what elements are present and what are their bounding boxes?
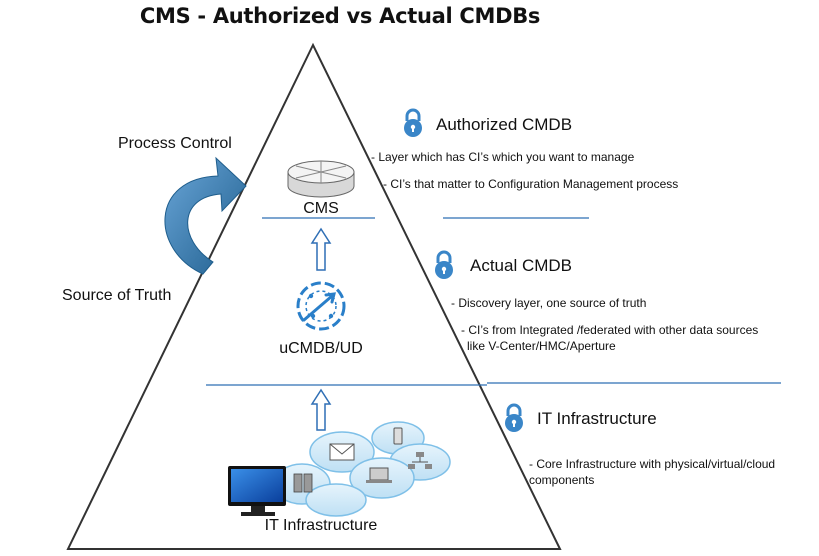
- actual-line-3: like V-Center/HMC/Aperture: [467, 339, 616, 353]
- padlock-icon: [505, 403, 523, 432]
- authorized-cmdb-title: Authorized CMDB: [436, 115, 573, 134]
- it-infrastructure-label: IT Infrastructure: [264, 517, 378, 534]
- infrastructure-line-1: - Core Infrastructure with physical/virt…: [529, 457, 776, 471]
- actual-line-1: - Discovery layer, one source of truth: [451, 296, 647, 310]
- process-control-arrow: [164, 156, 247, 275]
- padlock-icon: [435, 250, 453, 279]
- pyramid-outline: [66, 42, 562, 550]
- process-control-label: Process Control: [118, 135, 232, 152]
- source-of-truth-label: Source of Truth: [62, 287, 172, 304]
- authorized-line-1: - Layer which has CI’s which you want to…: [371, 150, 635, 164]
- padlock-icon: [404, 108, 422, 137]
- cloud-network-icon: [228, 421, 451, 517]
- up-arrow-to-ucmdb: [310, 388, 332, 431]
- actual-cmdb-title: Actual CMDB: [470, 256, 573, 275]
- router-disc-icon: [287, 160, 355, 198]
- discovery-globe-icon: [296, 281, 346, 331]
- page-title: CMS - Authorized vs Actual CMDBs: [139, 4, 541, 28]
- cms-label: CMS: [303, 200, 339, 217]
- it-infrastructure-title: IT Infrastructure: [537, 409, 657, 428]
- authorized-line-2: - CI’s that matter to Configuration Mana…: [383, 177, 679, 191]
- actual-line-2: - CI’s from Integrated /federated with o…: [461, 323, 759, 337]
- infrastructure-line-2: components: [529, 473, 595, 487]
- up-arrow-to-cms: [310, 227, 332, 271]
- ucmdb-label: uCMDB/UD: [279, 340, 363, 357]
